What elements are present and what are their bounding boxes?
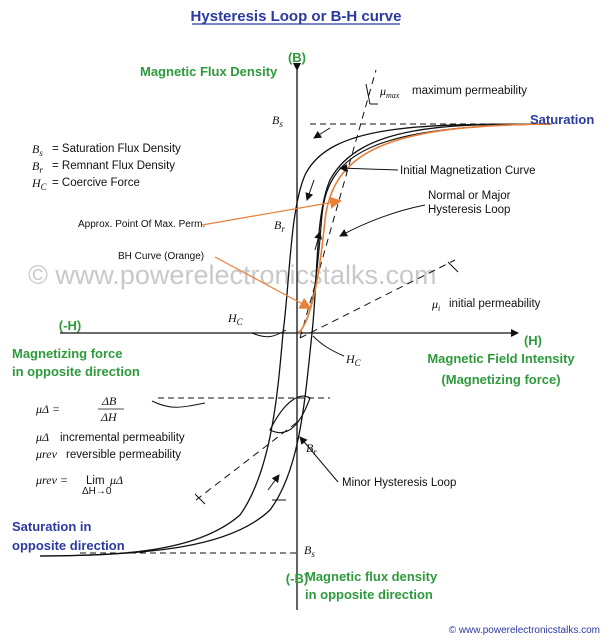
field-intensity-label-2: (Magnetizing force): [441, 372, 560, 387]
loop-arrow-upper-left: [305, 179, 315, 201]
loop-arrow-bottom-left: [267, 474, 280, 491]
normal-loop-label: Normal or Major: [428, 190, 511, 202]
normal-loop-label-2: Hysteresis Loop: [428, 204, 510, 216]
hc-right-marker: HC: [345, 352, 362, 368]
flux-density-label: Magnetic Flux Density: [140, 64, 278, 79]
major-loop-upper-branch: [39, 123, 551, 557]
legend-hc: = Coercive Force: [52, 177, 140, 189]
mu-delta-bracket: [151, 400, 206, 408]
hc-right-leader: [312, 335, 345, 357]
normal-loop-leader: [339, 204, 426, 237]
b-axis-label: (B): [288, 50, 306, 65]
svg-text:Br: Br: [32, 159, 43, 175]
mu-delta-tick: [194, 493, 206, 505]
initial-mag-label: Initial Magnetization Curve: [400, 165, 536, 177]
mu-delta-symbol: μΔ: [35, 430, 49, 444]
legend-br: = Remnant Flux Density: [52, 160, 175, 172]
minor-loop-label: Minor Hysteresis Loop: [342, 477, 456, 489]
saturation-opposite-label: Saturation in: [12, 519, 92, 534]
mu-rev-formula: μrev = Lim ΔH→0 μΔ: [35, 473, 123, 497]
bh-curve-orange: [297, 123, 553, 335]
mu-max-tick: [365, 83, 371, 105]
mu-i-tick: [447, 261, 459, 273]
magnetizing-opposite-label: Magnetizing force: [12, 346, 123, 361]
reversible-label: reversible permeability: [66, 449, 181, 461]
footer-credit: © www.powerelectronicstalks.com: [449, 625, 600, 636]
svg-text:Lim: Lim: [86, 475, 105, 487]
neg-br-marker: Br: [306, 441, 317, 457]
svg-text:Bs: Bs: [32, 142, 43, 158]
h-axis-label: (H): [524, 333, 542, 348]
hc-left-leader: [251, 329, 287, 338]
max-perm-pointer: [201, 196, 342, 226]
svg-text:ΔB: ΔB: [101, 394, 117, 408]
minor-hysteresis-loop: [269, 395, 311, 434]
incremental-label: incremental permeability: [60, 432, 185, 444]
svg-text:ΔH→0: ΔH→0: [82, 486, 112, 497]
flux-opposite-label: Magnetic flux density: [305, 569, 438, 584]
svg-text:HC: HC: [31, 176, 48, 192]
mu-i-label: initial permeability: [449, 298, 541, 310]
legend-bs: = Saturation Flux Density: [52, 143, 181, 155]
mu-delta-formula: μΔ = ΔB ΔH: [35, 394, 124, 424]
legend: Bs = Saturation Flux Density Br = Remnan…: [31, 142, 181, 192]
svg-text:μΔ =: μΔ =: [35, 402, 60, 416]
mu-rev-symbol: μrev: [35, 447, 58, 461]
magnetizing-opposite-label-2: in opposite direction: [12, 364, 140, 379]
loop-arrow-right: [314, 231, 322, 251]
svg-text:ΔH: ΔH: [100, 410, 118, 424]
max-permeability-line: [299, 69, 377, 339]
saturation-label: Saturation: [530, 112, 594, 127]
saturation-opposite-label-2: opposite direction: [12, 538, 125, 553]
incremental-permeability-line: [195, 419, 301, 501]
watermark: © www.powerelectronicstalks.com: [28, 260, 437, 290]
mu-max-symbol: μmax: [379, 84, 400, 100]
major-loop-lower-branch: [39, 123, 551, 557]
bs-marker: Bs: [272, 113, 283, 129]
br-marker: Br: [274, 218, 285, 234]
loop-arrow-top: [313, 127, 331, 139]
svg-text:μrev =: μrev =: [35, 473, 68, 487]
bh-orange-label: BH Curve (Orange): [118, 251, 204, 262]
max-perm-point-label: Approx. Point Of Max. Perm.: [78, 219, 205, 230]
minor-loop-leader: [299, 436, 339, 483]
initial-mag-leader: [339, 164, 399, 173]
page-title: Hysteresis Loop or B-H curve: [191, 8, 402, 25]
mu-i-symbol: μi: [431, 297, 440, 313]
neg-bs-marker: Bs: [304, 543, 315, 559]
neg-h-axis-label: (-H): [59, 318, 81, 333]
initial-permeability-line: [299, 259, 456, 339]
neg-b-axis-label: (-B): [286, 571, 308, 586]
hc-left-marker: HC: [227, 311, 244, 327]
flux-opposite-label-2: in opposite direction: [305, 587, 433, 602]
svg-text:μΔ: μΔ: [109, 473, 123, 487]
field-intensity-label: Magnetic Field Intensity: [427, 351, 575, 366]
bh-orange-pointer: [214, 256, 312, 309]
mu-max-label: maximum permeability: [412, 85, 527, 97]
